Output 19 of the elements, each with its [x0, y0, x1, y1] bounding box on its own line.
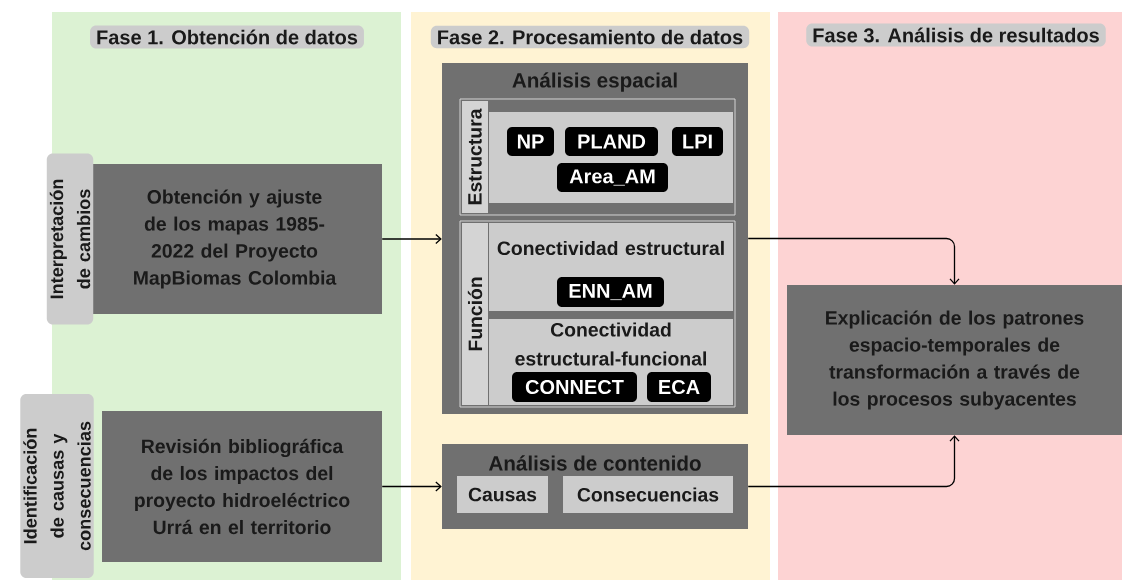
category-box: Consecuencias [563, 476, 733, 513]
metric-badge: NP [507, 127, 554, 156]
metric-badge: Area_AM [557, 163, 668, 192]
category-box: Causas [457, 476, 548, 513]
arrow [381, 481, 442, 492]
metric-badge: ENN_AM [557, 277, 664, 307]
metric-badge: ECA [647, 372, 711, 402]
metric-badge: PLAND [565, 127, 658, 156]
process-box: Revisión bibliográfica de los impactos del proyecto hidroeléctrico Urrá en el territorio [102, 411, 382, 562]
phase-header: Fase 3. Análisis de resultados [806, 23, 1106, 47]
process-box: Explicación de los patrones espacio-temporales de transformación a través de los procesos subyacentes [787, 285, 1122, 435]
arrow [747, 435, 960, 488]
metric-badge: CONNECT [512, 372, 637, 402]
side-tab: Identificación de causas y consecuencias [20, 394, 94, 578]
metric-badge: LPI [672, 127, 723, 156]
phase-header: Fase 1. Obtención de datos [90, 25, 364, 49]
arrow [747, 237, 960, 285]
arrow [381, 233, 442, 245]
phase-header: Fase 2. Procesamiento de datos [430, 25, 750, 49]
